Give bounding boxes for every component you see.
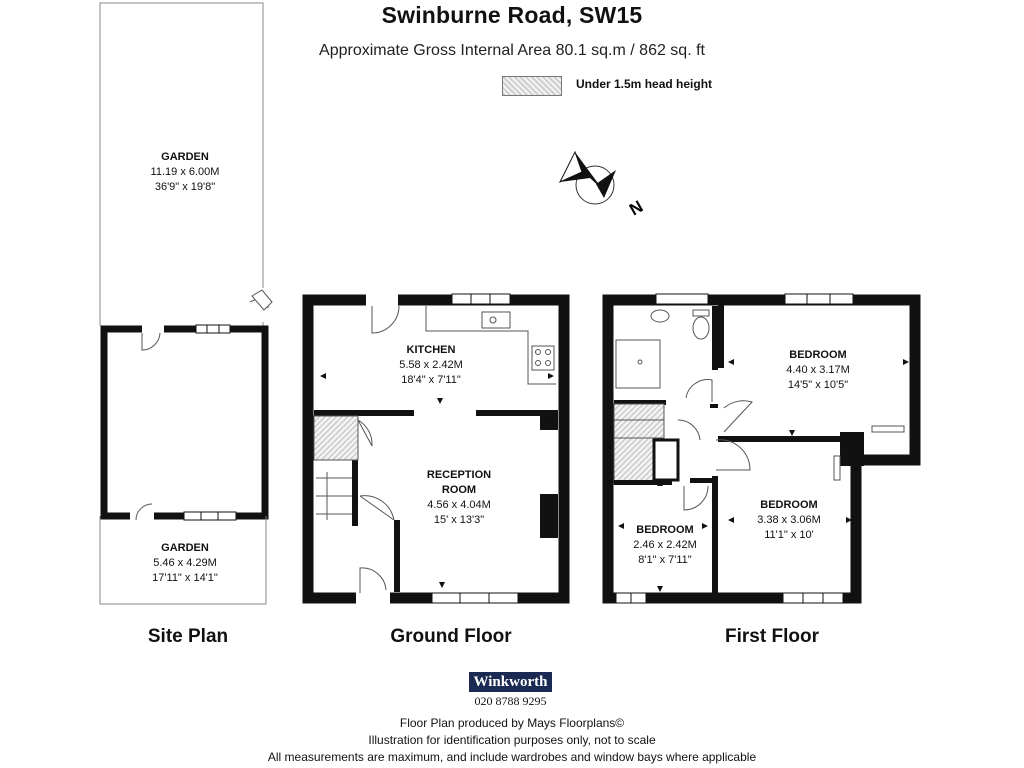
bedroom-1-metric: 4.40 x 3.17M bbox=[786, 364, 850, 376]
legend-hatch-swatch bbox=[502, 76, 562, 96]
agent-logo: Winkworth bbox=[469, 672, 552, 692]
agent-phone: 020 8788 9295 bbox=[474, 694, 547, 708]
bedroom-2-imperial: 11'1" x 10' bbox=[764, 529, 814, 541]
bedroom-2-name: BEDROOM bbox=[760, 499, 818, 511]
kitchen-label: KITCHEN 5.58 x 2.42M 18'4" x 7'11" bbox=[399, 343, 463, 388]
first-floor-drawing bbox=[602, 293, 921, 604]
rear-garden-imperial: 36'9" x 19'8" bbox=[154, 181, 216, 193]
footer-measurements-note: All measurements are maximum, and includ… bbox=[267, 750, 757, 764]
page-title: Swinburne Road, SW15 bbox=[381, 2, 643, 28]
bedroom-2-metric: 3.38 x 3.06M bbox=[757, 514, 821, 526]
footer-credit: Floor Plan produced by Mays Floorplans© bbox=[399, 716, 625, 730]
front-garden-name: GARDEN bbox=[161, 542, 209, 554]
reception-imperial: 15' x 13'3" bbox=[433, 514, 485, 526]
bedroom-3-imperial: 8'1" x 7'11" bbox=[638, 554, 692, 566]
ground-floor-title: Ground Floor bbox=[390, 626, 512, 647]
ground-floor-drawing bbox=[302, 292, 570, 604]
gross-area-subtitle: Approximate Gross Internal Area 80.1 sq.… bbox=[319, 42, 705, 59]
front-garden-metric: 5.46 x 4.29M bbox=[153, 557, 217, 569]
rear-garden-metric: 11.19 x 6.00M bbox=[150, 166, 220, 178]
site-plan-title: Site Plan bbox=[147, 626, 229, 647]
kitchen-metric: 5.58 x 2.42M bbox=[399, 359, 463, 371]
bedroom-1-name: BEDROOM bbox=[789, 349, 847, 361]
compass-icon bbox=[558, 150, 616, 205]
kitchen-name: KITCHEN bbox=[406, 344, 456, 356]
reception-metric: 4.56 x 4.04M bbox=[427, 499, 491, 511]
kitchen-imperial: 18'4" x 7'11" bbox=[401, 374, 461, 386]
front-garden-imperial: 17'11" x 14'1" bbox=[152, 572, 218, 584]
bedroom-2-label: BEDROOM 3.38 x 3.06M 11'1" x 10' bbox=[757, 498, 821, 543]
footer-disclaimer: Illustration for identification purposes… bbox=[368, 733, 656, 747]
bedroom-1-imperial: 14'5" x 10'5" bbox=[787, 379, 849, 391]
bedroom-1-label: BEDROOM 4.40 x 3.17M 14'5" x 10'5" bbox=[786, 348, 850, 393]
rear-garden-label: GARDEN 11.19 x 6.00M 36'9" x 19'8" bbox=[151, 150, 220, 195]
reception-name: RECEPTION bbox=[426, 469, 492, 481]
site-plan-drawing bbox=[99, 2, 273, 605]
first-floor-title: First Floor bbox=[725, 626, 819, 647]
reception-label: RECEPTION ROOM 4.56 x 4.04M 15' x 13'3" bbox=[427, 468, 491, 528]
reception-name-2: ROOM bbox=[441, 484, 477, 496]
bedroom-3-name: BEDROOM bbox=[636, 524, 694, 536]
rear-garden-name: GARDEN bbox=[161, 151, 209, 163]
bedroom-3-metric: 2.46 x 2.42M bbox=[633, 539, 697, 551]
legend-label: Under 1.5m head height bbox=[576, 77, 713, 91]
compass-north-label: N bbox=[626, 197, 646, 220]
front-garden-label: GARDEN 5.46 x 4.29M 17'11" x 14'1" bbox=[152, 541, 218, 586]
bedroom-3-label: BEDROOM 2.46 x 2.42M 8'1" x 7'11" bbox=[633, 523, 697, 568]
